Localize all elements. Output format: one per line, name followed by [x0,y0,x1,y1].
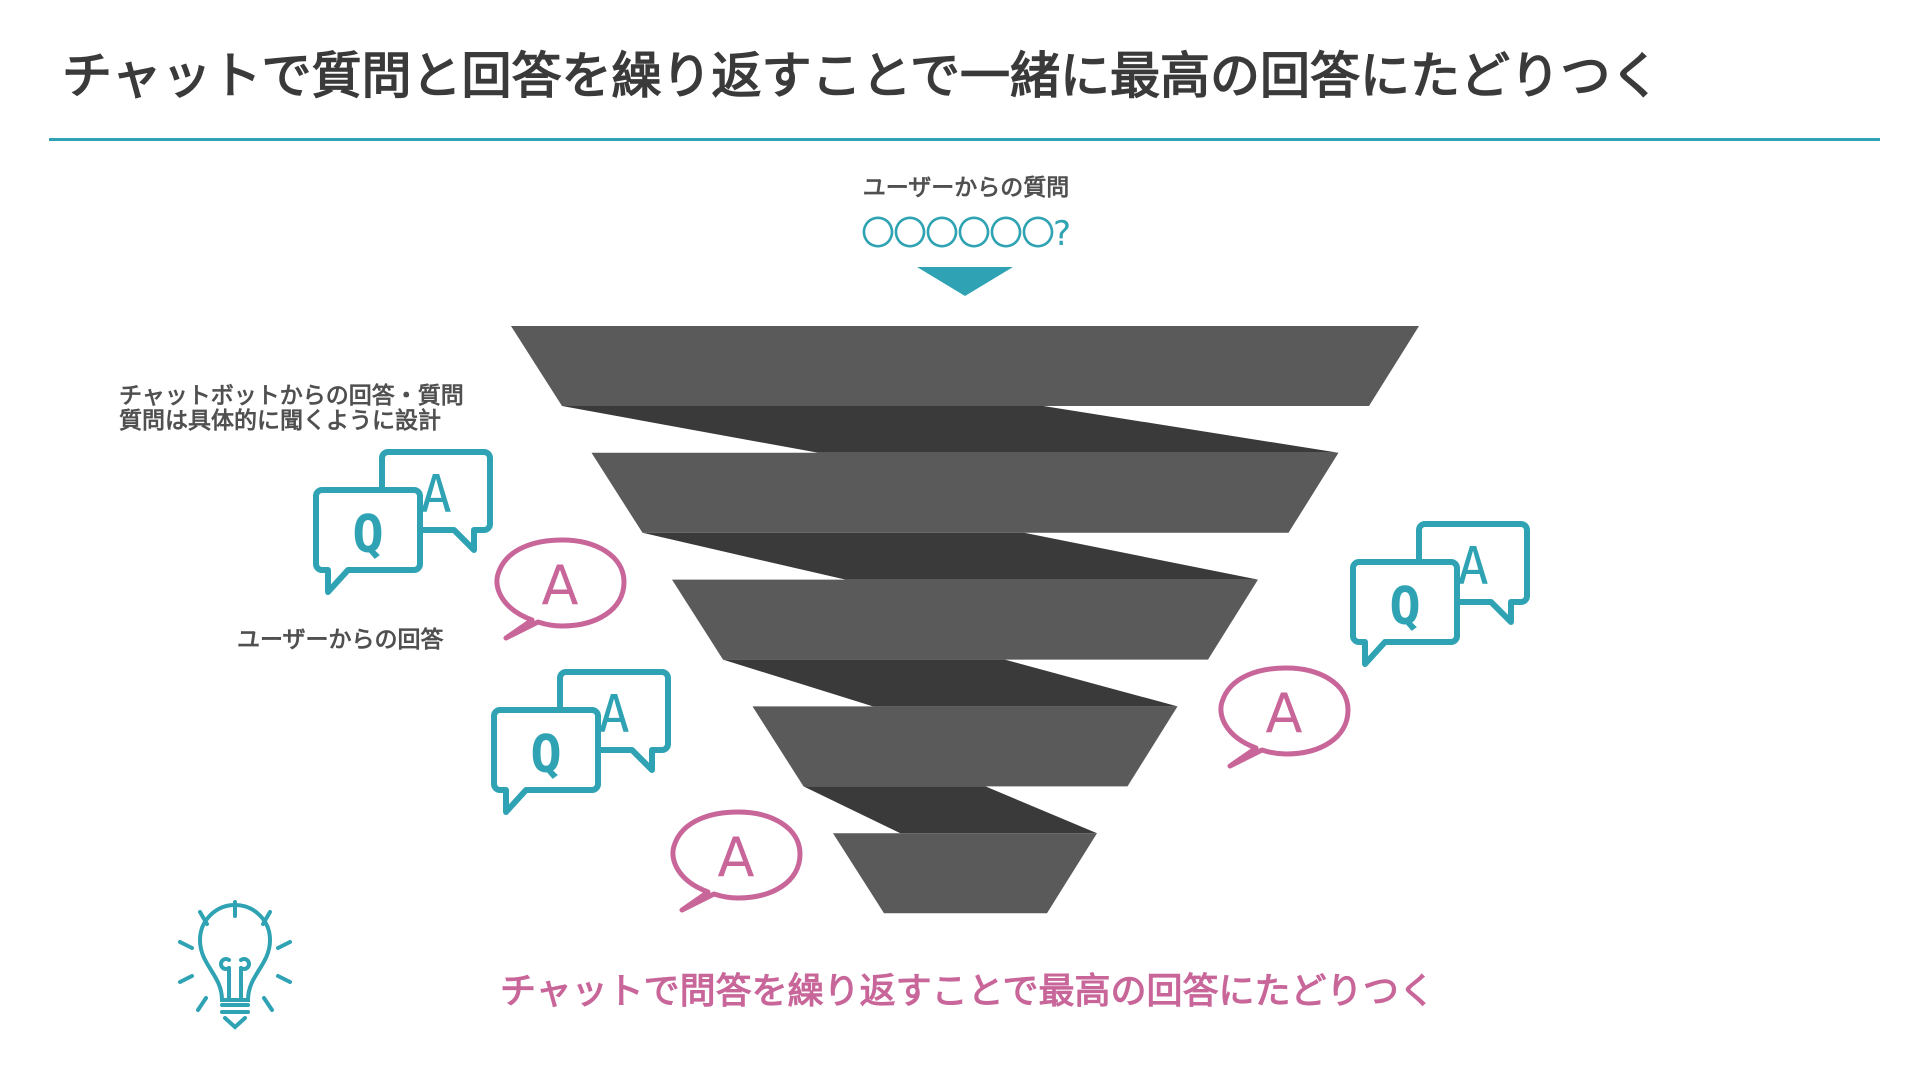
answer-bubble-icon: A [494,537,627,641]
funnel-connector [723,659,1178,707]
bubble-outline [670,809,803,913]
qa-a-letter: A [1457,537,1488,597]
qa-q-letter: Q [530,725,561,785]
bubble-outline [494,537,627,641]
bottom-message: チャットで問答を繰り返すことで最高の回答にたどりつく [500,971,1435,1012]
qa-a-letter: A [420,465,451,525]
funnel-level [511,326,1419,406]
qa-chat-icon: AQ [491,669,671,815]
funnel-level [833,833,1097,914]
answer-letter: A [1266,682,1303,745]
question-box [491,707,601,815]
answer-bubble-icon: A [1218,665,1351,769]
funnel [511,326,1419,914]
funnel-connector [803,786,1097,834]
lightbulb-icon [178,900,292,1030]
page-title: チャットで質問と回答を繰り返すことで一緒に最高の回答にたどりつく [62,47,1661,105]
chatbot-label-line1: チャットボットからの回答・質問 [119,383,464,409]
chatbot-label: チャットボットからの回答・質問 質問は具体的に聞くように設計 [119,384,464,434]
funnel-connector [642,532,1258,580]
qa-chat-icon: AQ [313,449,493,595]
bubble-outline [1218,665,1351,769]
chatbot-label-line2: 質問は具体的に聞くように設計 [119,408,441,434]
user-question-label: ユーザーからの質問 [862,175,1070,201]
qa-a-letter: A [598,685,629,745]
funnel-level [591,452,1339,533]
answer-bubble-icon: A [670,809,803,913]
funnel-level [672,579,1258,660]
down-arrow-icon [917,267,1013,296]
title-divider [49,138,1880,141]
answer-letter: A [542,554,579,617]
answer-letter: A [718,826,755,889]
funnel-level [752,706,1178,787]
qa-q-letter: Q [352,505,383,565]
funnel-connector [562,406,1339,453]
question-box [313,487,423,595]
qa-chat-icon: AQ [1350,521,1530,667]
question-box [1350,559,1460,667]
question-placeholder-marks: 〇〇〇〇〇〇? [860,214,1071,254]
qa-q-letter: Q [1389,577,1420,637]
user-answer-label: ユーザーからの回答 [237,627,444,653]
